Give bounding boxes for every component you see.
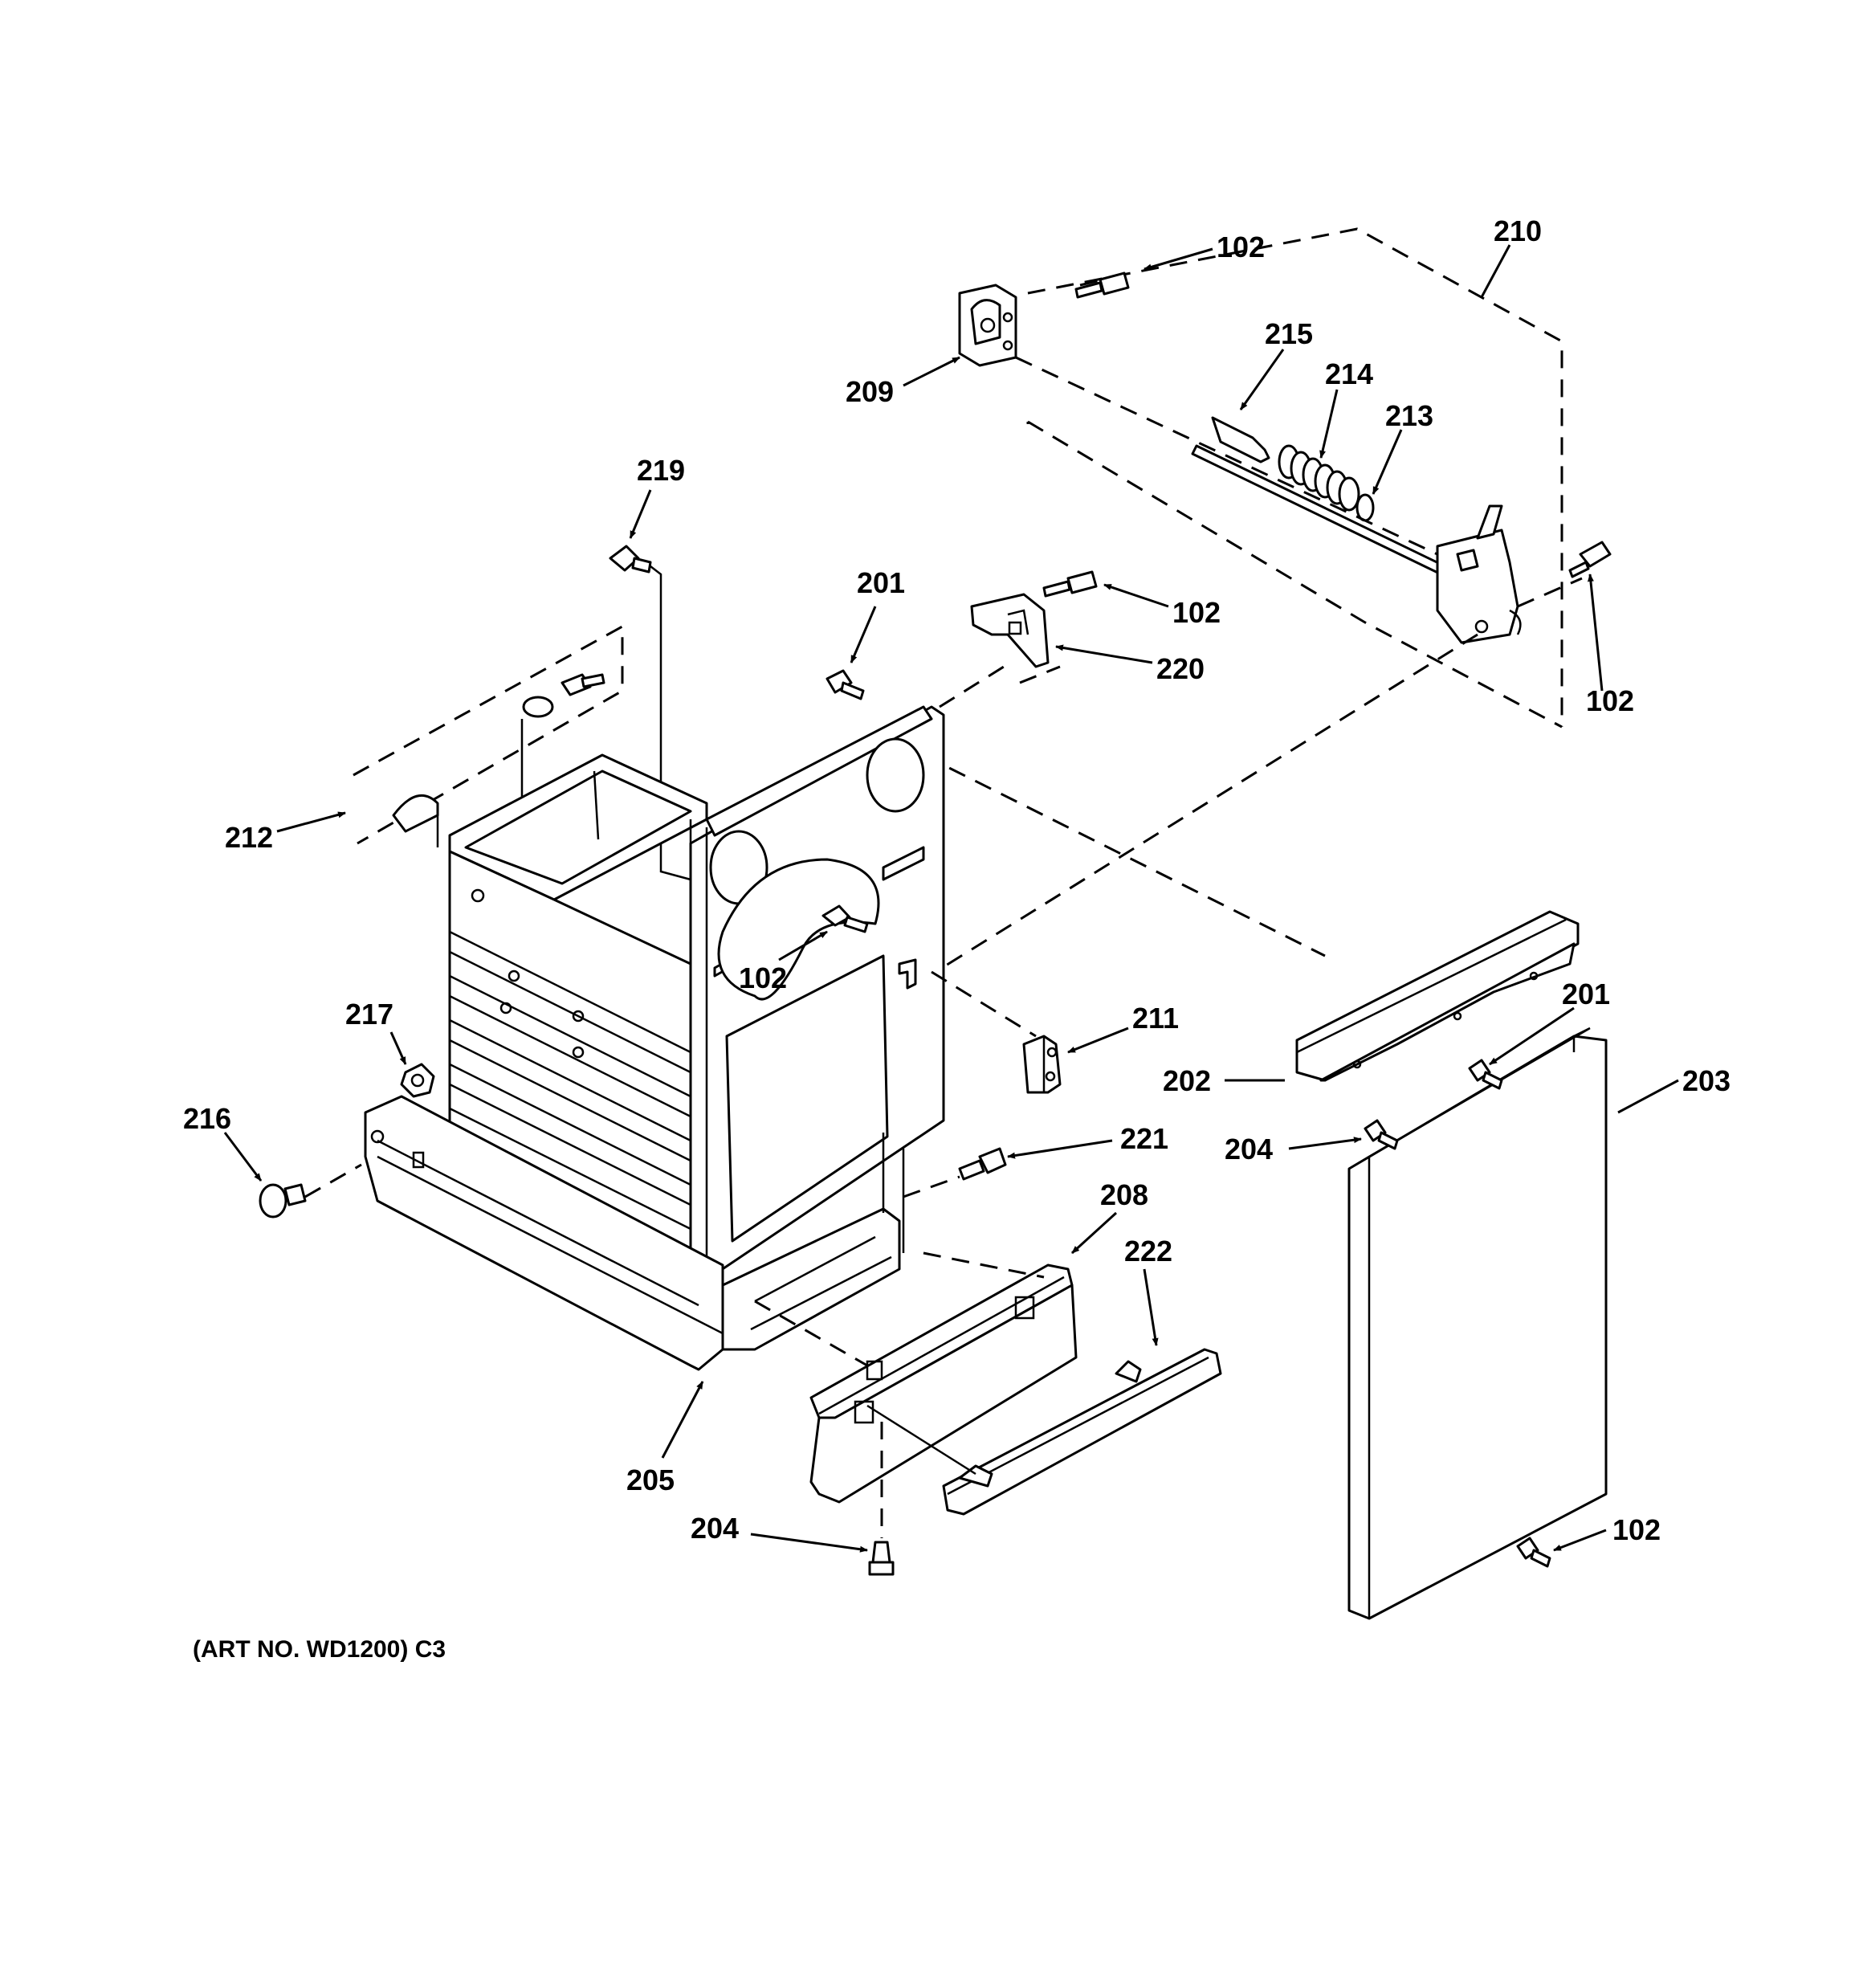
screw-204-bottom	[868, 1541, 895, 1576]
screw-219	[609, 545, 652, 574]
bracket-220	[970, 593, 1050, 668]
art-number-caption: (ART NO. WD1200) C3	[193, 1636, 446, 1663]
kickplate-222	[942, 1348, 1222, 1516]
assembly-210-boundary	[1026, 227, 1563, 729]
callout-204: 204	[1225, 1133, 1273, 1165]
callout-201: 201	[857, 566, 905, 599]
top-trim-202	[1295, 910, 1580, 1082]
callout-208: 208	[1100, 1178, 1148, 1211]
callout-102: 102	[1612, 1513, 1661, 1546]
screw-221	[958, 1147, 1007, 1181]
nut-217	[400, 1063, 435, 1098]
callout-210: 210	[1494, 214, 1542, 247]
rod-spring-assembly	[1191, 416, 1522, 644]
callout-102: 102	[1586, 684, 1634, 717]
bracket-209	[958, 284, 1017, 367]
side-panel-203	[1347, 1027, 1608, 1620]
bracket-211	[1022, 1035, 1062, 1094]
callout-222: 222	[1124, 1235, 1172, 1268]
toekick-208	[809, 1263, 1078, 1504]
callout-217: 217	[345, 998, 393, 1031]
callout-205: 205	[626, 1463, 675, 1496]
callout-212: 212	[225, 821, 273, 854]
spring-214	[1278, 444, 1360, 512]
callout-213: 213	[1385, 399, 1433, 432]
callout-214: 214	[1325, 357, 1373, 390]
callout-labels: 102 210 209 215 214 213 219 201 102 220 …	[183, 214, 1731, 1546]
callout-221: 221	[1120, 1122, 1168, 1155]
leader-lines	[223, 244, 1679, 1553]
callout-202: 202	[1163, 1064, 1211, 1097]
cabinet-frame	[364, 705, 945, 1371]
screw-201-top	[826, 669, 865, 700]
callout-220: 220	[1156, 652, 1205, 685]
callout-209: 209	[846, 375, 894, 408]
callout-102: 102	[739, 961, 787, 994]
callout-219: 219	[637, 454, 685, 487]
callout-203: 203	[1682, 1064, 1731, 1097]
screw-216	[259, 1183, 307, 1219]
screw-102-lower-right	[1516, 1537, 1551, 1568]
screw-102-center	[821, 904, 869, 933]
callout-216: 216	[183, 1102, 231, 1135]
callout-102: 102	[1172, 596, 1221, 629]
callout-201: 201	[1562, 978, 1610, 1010]
callout-102: 102	[1217, 231, 1265, 263]
screw-204-right	[1364, 1119, 1399, 1150]
screw-201-right	[1468, 1059, 1503, 1090]
screw-102-top	[1074, 271, 1130, 299]
callout-215: 215	[1265, 317, 1313, 350]
callout-211: 211	[1132, 1002, 1179, 1035]
screw-102-right	[1568, 541, 1612, 578]
screw-102-bracket	[1042, 570, 1098, 598]
callout-204: 204	[691, 1512, 739, 1545]
